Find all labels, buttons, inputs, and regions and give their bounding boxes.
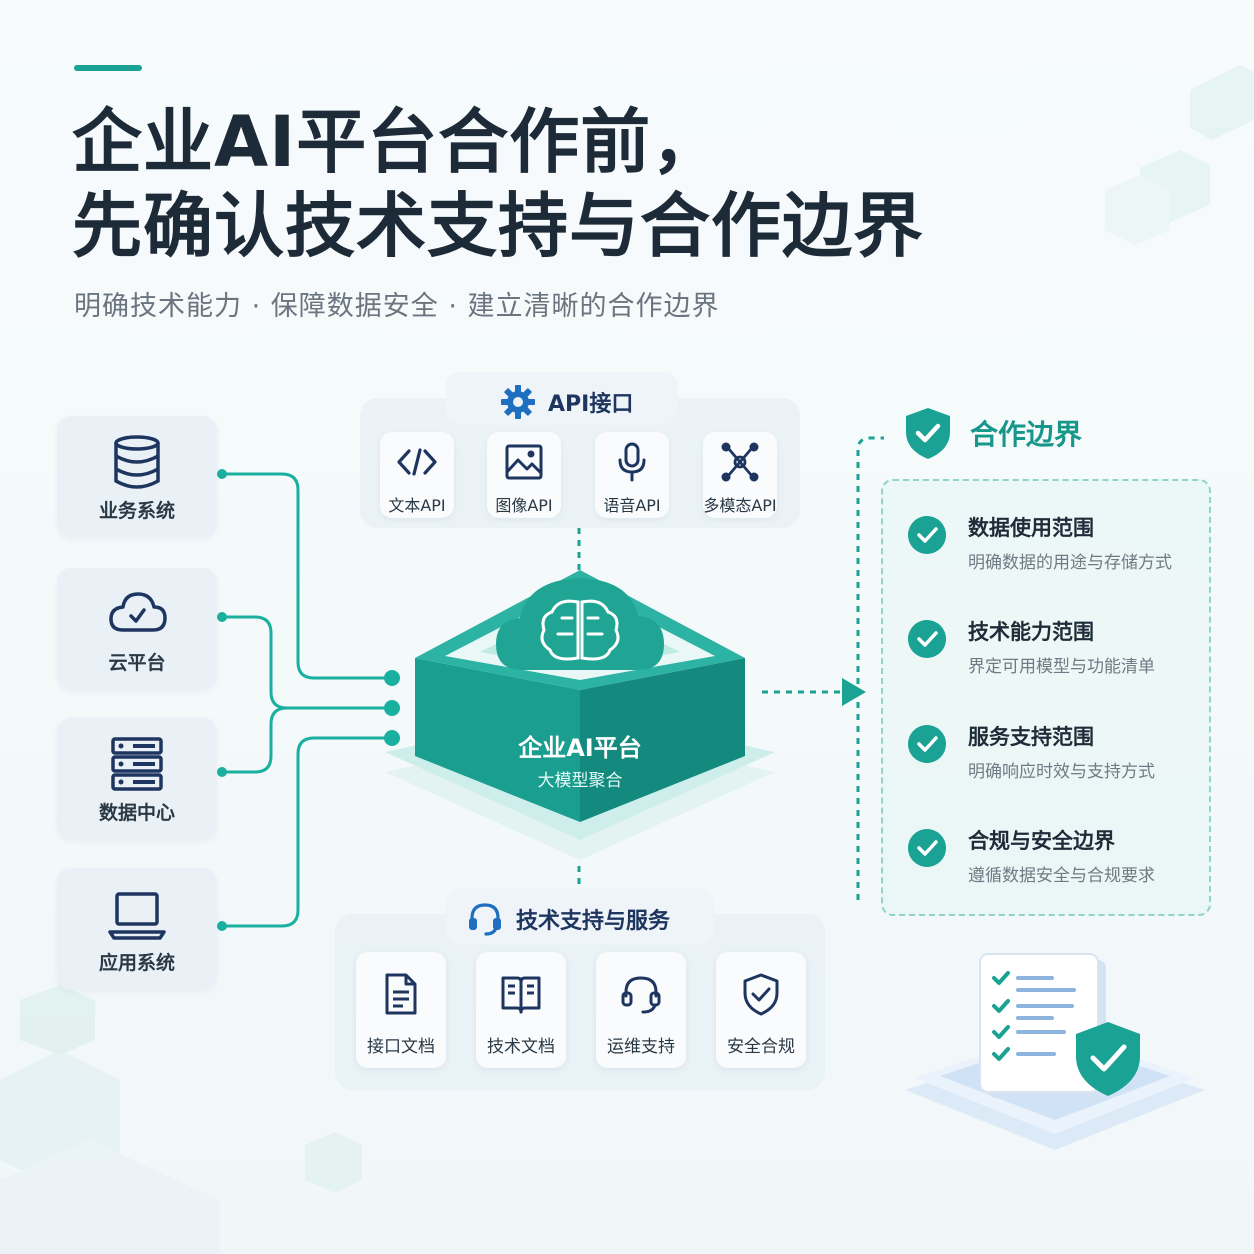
support-tile-api-docs[interactable]: 接口文档: [356, 952, 446, 1068]
boundary-item-data-usage: 数据使用范围 明确数据的用途与存储方式: [906, 512, 1206, 592]
api-tile-label: 文本API: [388, 496, 446, 515]
brain-cloud-icon: [496, 578, 664, 670]
boundary-title: 合作边界: [970, 418, 1083, 451]
laptop-icon: [108, 892, 166, 940]
connector-app-system: [222, 736, 392, 928]
api-panel-header-bg: [446, 372, 678, 424]
boundary-item-title: 技术能力范围: [968, 620, 1094, 644]
source-label: 业务系统: [98, 500, 175, 522]
database-icon: [114, 435, 160, 489]
boundary-item-desc: 明确数据的用途与存储方式: [968, 553, 1172, 573]
document-icon: [385, 973, 417, 1015]
source-card-data-center[interactable]: 数据中心: [57, 718, 217, 840]
book-icon: [501, 976, 541, 1014]
support-tile-ops[interactable]: 运维支持: [596, 952, 686, 1068]
page-title-line1: 企业AI平台合作前，: [72, 101, 723, 183]
boundary-item-desc: 遵循数据安全与合规要求: [968, 866, 1155, 886]
support-tile-label: 技术文档: [487, 1037, 555, 1057]
api-tile-label: 语音API: [603, 496, 661, 515]
api-panel-title: API接口: [548, 392, 634, 417]
page-title-line2: 先确认技术支持与合作边界: [72, 185, 924, 267]
source-label: 应用系统: [98, 952, 175, 974]
check-circle-icon: [908, 725, 946, 763]
api-tile-multimodal[interactable]: 多模态API: [703, 432, 777, 518]
boundary-item-service-support: 服务支持范围 明确响应时效与支持方式: [906, 721, 1206, 801]
connector-cloud-platform: [222, 615, 392, 710]
network-icon: [721, 442, 759, 482]
boundary-item-title: 服务支持范围: [968, 725, 1094, 749]
check-circle-icon: [908, 516, 946, 554]
header-accent-bar: [74, 65, 142, 71]
code-icon: [397, 448, 437, 476]
boundary-item-compliance: 合规与安全边界 遵循数据安全与合规要求: [906, 825, 1206, 905]
boundary-item-desc: 明确响应时效与支持方式: [968, 762, 1155, 782]
headset-icon: [621, 976, 661, 1014]
boundary-item-title: 合规与安全边界: [968, 829, 1115, 853]
support-panel-header: 技术支持与服务: [466, 900, 670, 938]
gear-icon: [501, 385, 535, 419]
source-card-app-system[interactable]: 应用系统: [57, 868, 217, 990]
shield-check-icon: [1076, 1022, 1140, 1096]
support-tile-label: 接口文档: [367, 1037, 435, 1057]
source-card-cloud-platform[interactable]: 云平台: [57, 568, 217, 690]
ai-platform-block[interactable]: [380, 560, 780, 870]
source-label: 数据中心: [98, 802, 175, 824]
support-panel-title: 技术支持与服务: [516, 909, 671, 934]
source-card-business-system[interactable]: 业务系统: [57, 416, 217, 538]
support-tile-label: 运维支持: [607, 1037, 675, 1057]
cloud-icon: [109, 592, 167, 632]
page-subtitle: 明确技术能力 · 保障数据安全 · 建立清晰的合作边界: [74, 291, 720, 322]
boundary-item-desc: 界定可用模型与功能清单: [968, 657, 1155, 677]
source-label: 云平台: [108, 652, 166, 674]
check-circle-icon: [908, 620, 946, 658]
platform-subtitle: 大模型聚合: [537, 771, 623, 791]
microphone-icon: [618, 442, 646, 482]
boundary-item-title: 数据使用范围: [968, 516, 1094, 540]
api-panel-header: API接口: [500, 384, 633, 420]
headset-icon: [469, 903, 501, 936]
server-icon: [111, 737, 163, 791]
connector-data-center: [222, 706, 392, 774]
boundary-item-tech-capability: 技术能力范围 界定可用模型与功能清单: [906, 616, 1206, 696]
check-circle-icon: [908, 829, 946, 867]
connector-business-system: [222, 472, 392, 680]
platform-title: 企业AI平台: [518, 734, 642, 762]
image-icon: [505, 444, 543, 480]
shield-check-icon: [906, 408, 950, 459]
shield-check-icon: [743, 973, 779, 1016]
support-tile-tech-docs[interactable]: 技术文档: [476, 952, 566, 1068]
api-tile-image[interactable]: 图像API: [487, 432, 561, 518]
arrow-to-boundary: [842, 678, 866, 706]
support-tile-label: 安全合规: [727, 1037, 795, 1057]
page-title: 企业AI平台合作前， 先确认技术支持与合作边界: [72, 100, 924, 268]
api-tile-label: 图像API: [495, 496, 553, 515]
boundary-header: 合作边界: [904, 406, 1082, 460]
support-tile-security[interactable]: 安全合规: [716, 952, 806, 1068]
checklist-illustration: [905, 953, 1205, 1150]
api-tile-label: 多模态API: [703, 496, 777, 515]
api-tile-text[interactable]: 文本API: [380, 432, 454, 518]
api-tile-voice[interactable]: 语音API: [595, 432, 669, 518]
